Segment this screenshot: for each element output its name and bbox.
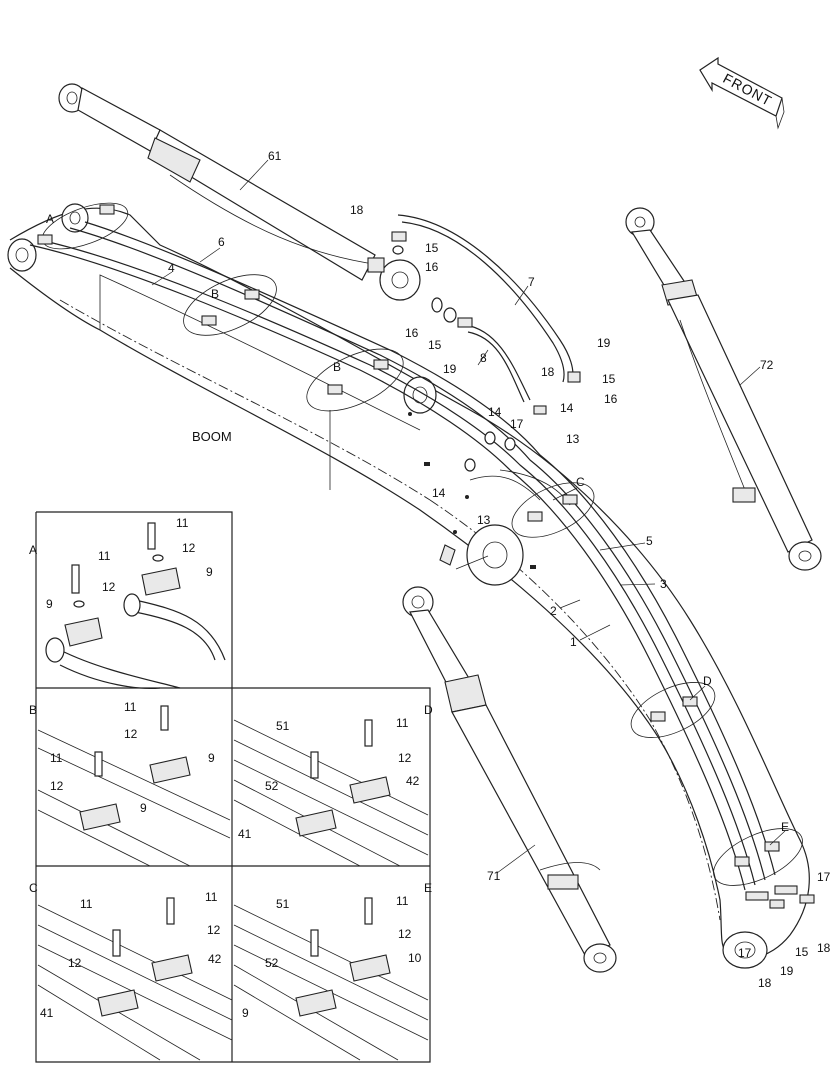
part-number-label: 11	[396, 716, 409, 730]
callout-6: 6	[218, 235, 225, 249]
callout-13a: 13	[566, 432, 580, 446]
panel-letter-a: A	[29, 543, 37, 557]
part-number-label: 9	[46, 597, 53, 611]
callout-17a: 17	[510, 417, 524, 431]
panel-letter-e: E	[424, 881, 432, 895]
detail-letter-b2: B	[333, 360, 341, 374]
part-number-label: 11	[176, 516, 189, 530]
boom-body	[7, 203, 810, 969]
callout-18b: 18	[541, 365, 555, 379]
callout-19c: 19	[780, 964, 794, 978]
callout-1: 1	[570, 635, 577, 649]
part-number-label: 12	[50, 779, 64, 793]
callout-15a: 15	[425, 241, 439, 255]
part-number-label: 9	[242, 1006, 249, 1020]
callouts: 61 6 4 7 8 72 5 3 2 1 71 18 15 16 16 15 …	[46, 149, 831, 990]
part-number-label: 12	[207, 923, 221, 937]
callout-14c: 14	[432, 486, 446, 500]
callout-5: 5	[646, 534, 653, 548]
callout-17c: 17	[738, 946, 752, 960]
cylinder-61	[58, 83, 421, 301]
detail-letter-b1: B	[211, 287, 219, 301]
part-number-label: 11	[124, 700, 137, 714]
callout-3: 3	[660, 577, 667, 591]
panel-letter-d: D	[424, 703, 433, 717]
callout-19b: 19	[597, 336, 611, 350]
callout-18d: 18	[758, 976, 772, 990]
panel-d-labels: 51 52 41 11 12 42	[238, 716, 420, 841]
fittings	[391, 231, 815, 909]
panel-c-labels: 11 12 41 11 12 42	[40, 890, 222, 1020]
part-number-label: 12	[398, 927, 412, 941]
detail-ellipses	[37, 202, 803, 886]
boom-label: BOOM	[192, 429, 232, 444]
part-number-label: 9	[208, 751, 215, 765]
part-number-label: 12	[102, 580, 116, 594]
panel-e-art	[233, 897, 429, 1061]
callout-14b: 14	[488, 405, 502, 419]
callout-15c: 15	[602, 372, 616, 386]
panel-letter-b: B	[29, 703, 37, 717]
part-number-label: 11	[80, 897, 93, 911]
callout-16c: 16	[604, 392, 618, 406]
front-arrow: FRONT	[699, 56, 785, 130]
panel-a-labels: 11 12 9 11 12 9	[46, 516, 213, 611]
callout-19a: 19	[443, 362, 457, 376]
part-number-label: 41	[238, 827, 252, 841]
hoses	[397, 214, 574, 403]
part-number-label: 41	[40, 1006, 54, 1020]
part-number-label: 9	[140, 801, 147, 815]
cylinder-72	[625, 207, 822, 571]
part-number-label: 11	[98, 549, 111, 563]
panel-b-labels: 11 12 9 11 12 9	[50, 700, 215, 815]
panel-d-art	[233, 719, 429, 867]
callout-15b: 15	[428, 338, 442, 352]
callout-16b: 16	[405, 326, 419, 340]
part-number-label: 12	[68, 956, 82, 970]
boom-pipes	[29, 221, 776, 891]
panel-c-art	[37, 897, 233, 1061]
callout-17b: 17	[817, 870, 831, 884]
cylinder-71	[402, 586, 617, 973]
leader-lines	[151, 159, 786, 874]
part-number-label: 42	[208, 952, 222, 966]
detail-letter-d: D	[703, 674, 712, 688]
part-number-label: 11	[396, 894, 409, 908]
callout-18a: 18	[350, 203, 364, 217]
panel-a-art	[45, 522, 226, 689]
callout-71: 71	[487, 869, 501, 883]
part-number-label: 12	[182, 541, 196, 555]
part-number-label: 12	[398, 751, 412, 765]
detail-letter-c: C	[576, 475, 585, 489]
callout-8: 8	[480, 351, 487, 365]
panel-e-labels: 51 52 9 11 12 10	[242, 894, 422, 1020]
part-number-label: 42	[406, 774, 420, 788]
detail-letter-e: E	[781, 820, 789, 834]
part-number-label: 9	[206, 565, 213, 579]
callout-18c: 18	[817, 941, 831, 955]
part-number-label: 10	[408, 951, 422, 965]
part-number-label: 12	[124, 727, 138, 741]
part-number-label: 51	[276, 719, 290, 733]
detail-letter-a: A	[46, 212, 54, 226]
part-number-label: 11	[205, 890, 218, 904]
callout-4: 4	[168, 261, 175, 275]
part-number-label: 11	[50, 751, 63, 765]
part-number-label: 51	[276, 897, 290, 911]
callout-72: 72	[760, 358, 774, 372]
part-number-label: 52	[265, 956, 279, 970]
panel-b-art	[37, 705, 231, 867]
part-number-label: 52	[265, 779, 279, 793]
panel-letter-c: C	[29, 881, 38, 895]
callout-13b: 13	[477, 513, 491, 527]
callout-15d: 15	[795, 945, 809, 959]
callout-14a: 14	[560, 401, 574, 415]
callout-7: 7	[528, 275, 535, 289]
callout-2: 2	[550, 604, 557, 618]
callout-61: 61	[268, 149, 282, 163]
callout-16a: 16	[425, 260, 439, 274]
